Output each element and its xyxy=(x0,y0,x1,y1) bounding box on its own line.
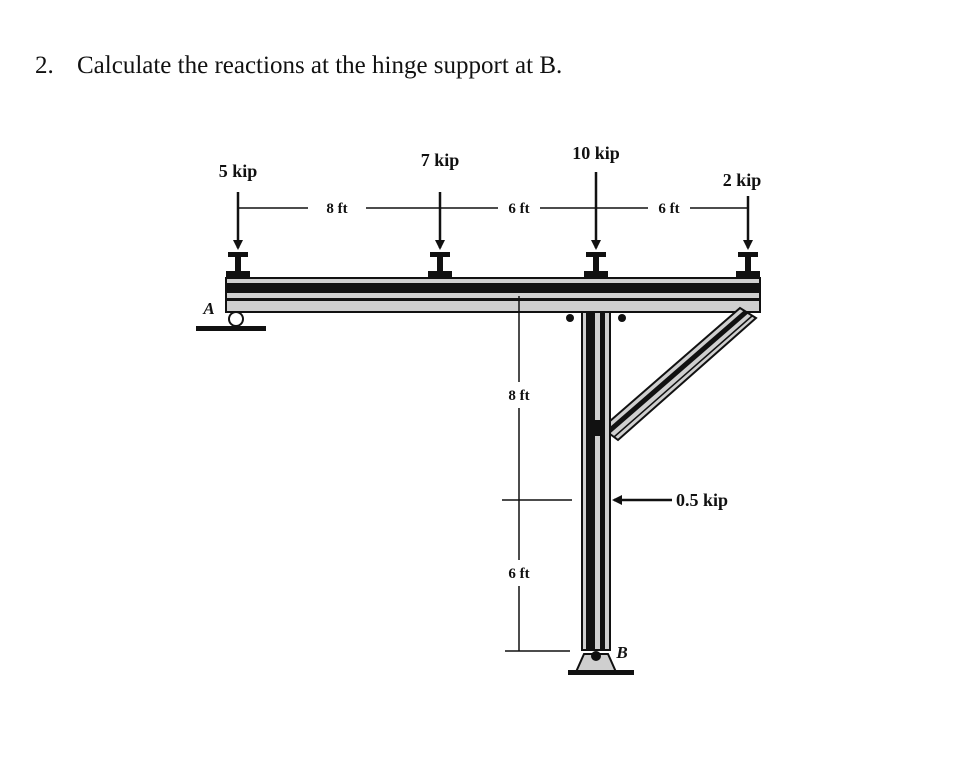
load-label-5kip: 5 kip xyxy=(219,161,258,181)
load-label-7kip: 7 kip xyxy=(421,150,460,170)
joint-bolts xyxy=(566,314,626,436)
dimension-label-span-2: 6 ft xyxy=(508,201,529,217)
load-label-10kip: 10 kip xyxy=(572,143,620,163)
dimension-label-height-lower: 6 ft xyxy=(508,566,529,582)
horizontal-beam xyxy=(225,277,761,313)
dimension-label-height-upper: 8 ft xyxy=(508,388,529,404)
load-post xyxy=(736,252,760,279)
hinge-support-b xyxy=(568,651,634,675)
dimension-label-span-1: 8 ft xyxy=(326,201,347,217)
problem-text: Calculate the reactions at the hinge sup… xyxy=(77,52,563,79)
support-label-a: A xyxy=(202,299,214,318)
load-post xyxy=(584,252,608,279)
roller-support-a xyxy=(196,311,266,331)
load-label-2kip: 2 kip xyxy=(723,170,762,190)
load-label-horizontal: 0.5 kip xyxy=(676,490,728,510)
problem-number: 2. xyxy=(35,52,54,79)
problem-statement: 2. Calculate the reactions at the hinge s… xyxy=(35,52,562,80)
vertical-column xyxy=(581,311,611,651)
load-post xyxy=(226,252,250,279)
dimension-label-span-3: 6 ft xyxy=(658,201,679,217)
support-label-b: B xyxy=(615,643,627,662)
diagonal-brace xyxy=(600,306,758,442)
vertical-dimension-line xyxy=(502,296,572,652)
load-post xyxy=(428,252,452,279)
